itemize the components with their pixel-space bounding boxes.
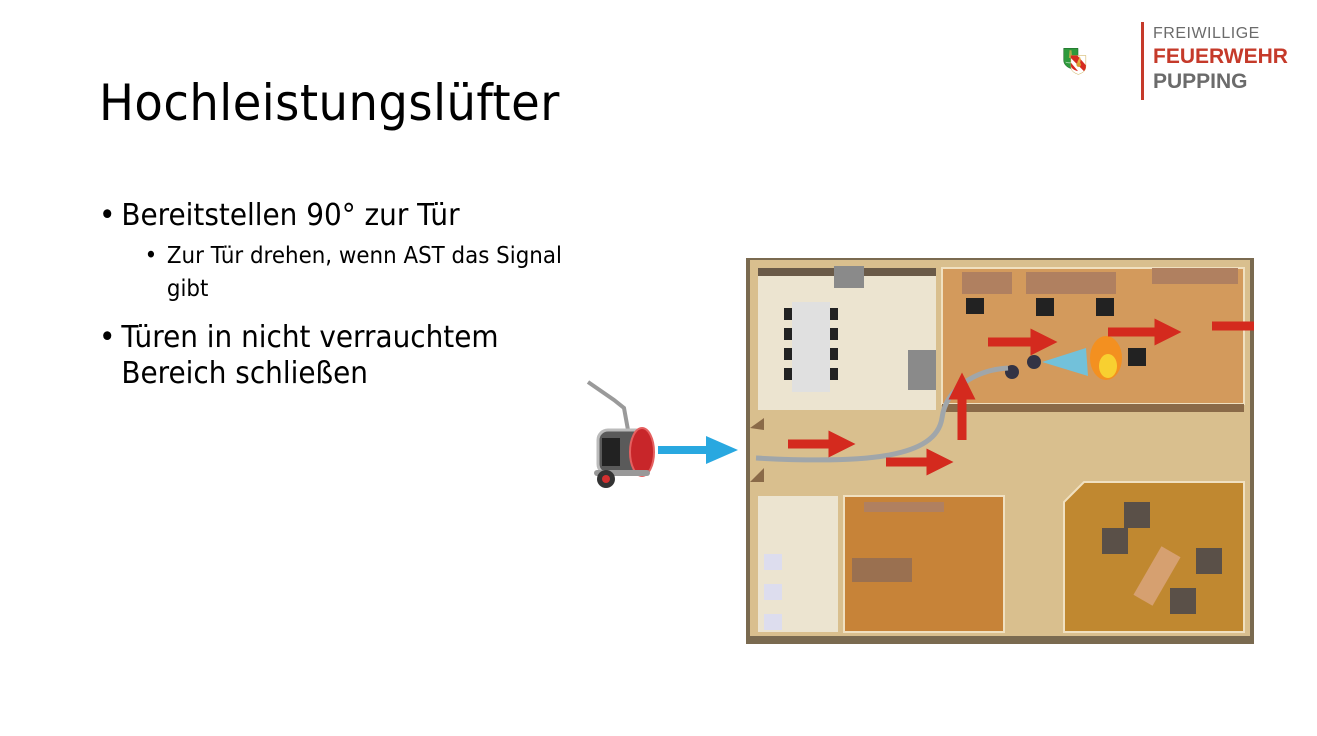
logo-line-pupping: PUPPING xyxy=(1153,70,1248,93)
bullet-text: Bereitstellen 90° zur Tür xyxy=(121,198,460,233)
ventilation-fan-icon xyxy=(586,380,738,488)
logo-divider xyxy=(1141,22,1144,100)
bullet-dot: • xyxy=(144,243,158,269)
bullet-text: Türen in nicht verrauchtem Bereich schli… xyxy=(121,320,499,391)
sub-bullet-text: Zur Tür drehen, wenn AST das Signal gibt xyxy=(166,243,562,302)
slide-title: Hochleistungslüfter xyxy=(99,74,560,132)
bullet-list: Bereitstellen 90° zur Tür • Zur Tür drehe… xyxy=(99,198,599,392)
floor-plan-illustration xyxy=(746,258,1254,644)
fire-brigade-crest-icon xyxy=(1063,48,1087,75)
logo-line-feuerwehr: FEUERWEHR xyxy=(1153,45,1288,68)
sub-bullet-item: • Zur Tür drehen, wenn AST das Signal gib… xyxy=(99,240,564,306)
bullet-item: Türen in nicht verrauchtem Bereich schli… xyxy=(99,320,558,392)
bullet-item: Bereitstellen 90° zur Tür xyxy=(99,198,564,234)
logo-text: FREIWILLIGE FEUERWEHR PUPPING xyxy=(1153,24,1288,94)
logo-line-freiwillige: FREIWILLIGE xyxy=(1153,25,1260,42)
